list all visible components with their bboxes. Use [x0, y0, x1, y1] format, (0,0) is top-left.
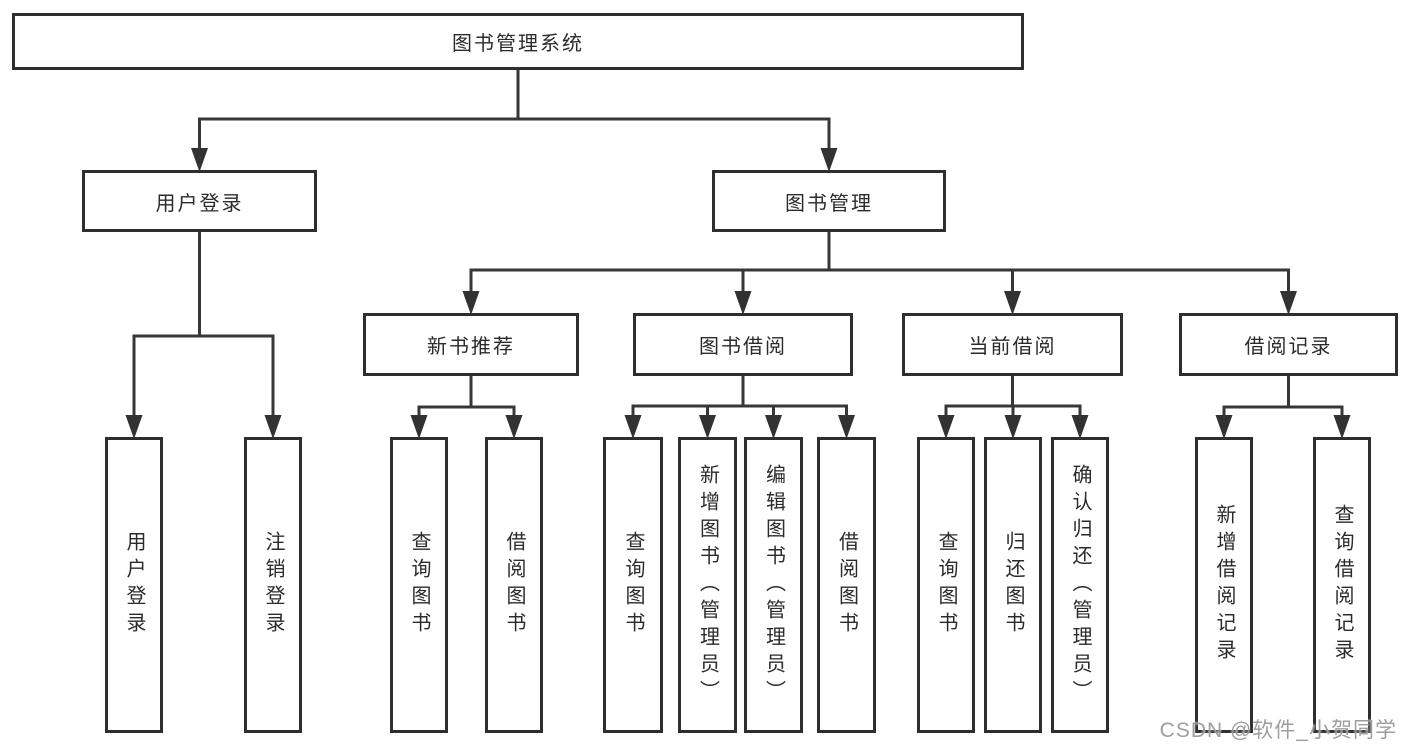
- node-leaf-add-record-label: 新增借阅记录: [1213, 504, 1235, 666]
- edge-arrowhead: [820, 148, 838, 172]
- node-leaf-confirm-return-label: 确认归还（管理员）: [1069, 463, 1091, 707]
- node-root-label: 图书管理系统: [452, 33, 584, 55]
- node-leaf-logout-label: 注销登录: [262, 531, 284, 639]
- edge-arrowhead: [410, 415, 428, 439]
- node-book-borrow: 图书借阅: [633, 313, 853, 376]
- edge-arrowhead: [624, 415, 642, 439]
- node-leaf-borrow-book-1: 借阅图书: [485, 437, 543, 733]
- node-leaf-borrow-book-1-label: 借阅图书: [503, 531, 525, 639]
- node-book-mgmt: 图书管理: [712, 170, 946, 232]
- edge-arrowhead: [937, 415, 955, 439]
- node-book-mgmt-label: 图书管理: [785, 192, 873, 215]
- node-leaf-return-book: 归还图书: [984, 437, 1042, 733]
- node-leaf-logout: 注销登录: [244, 437, 302, 733]
- node-leaf-query-record: 查询借阅记录: [1313, 437, 1371, 733]
- node-leaf-borrow-book-2: 借阅图书: [817, 437, 876, 733]
- edge-arrowhead: [699, 415, 716, 439]
- edge-arrowhead: [1215, 415, 1233, 439]
- edge-arrowhead: [191, 148, 208, 172]
- edge-arrowhead: [765, 415, 782, 439]
- node-leaf-query-book-2-label: 查询图书: [622, 531, 644, 639]
- node-current-borrow-label: 当前借阅: [968, 336, 1057, 358]
- node-leaf-add-record: 新增借阅记录: [1195, 437, 1253, 733]
- node-leaf-confirm-return: 确认归还（管理员）: [1051, 437, 1109, 733]
- edge-arrowhead: [1333, 415, 1351, 439]
- edge-arrowhead: [838, 415, 855, 439]
- node-leaf-add-book: 新增图书（管理员）: [678, 437, 737, 733]
- node-leaf-query-book-3: 查询图书: [917, 437, 975, 733]
- node-leaf-query-book-3-label: 查询图书: [935, 531, 957, 639]
- node-leaf-query-book-1-label: 查询图书: [408, 531, 430, 639]
- edge-arrowhead: [1004, 415, 1022, 439]
- edge-arrowhead: [264, 415, 282, 439]
- node-leaf-return-book-label: 归还图书: [1002, 531, 1024, 639]
- node-leaf-edit-book: 编辑图书（管理员）: [744, 437, 803, 733]
- node-current-borrow: 当前借阅: [902, 313, 1123, 376]
- node-book-borrow-label: 图书借阅: [699, 336, 787, 358]
- edge-arrowhead: [125, 415, 143, 439]
- edge-arrowhead: [1004, 291, 1021, 315]
- watermark-text: CSDN @软件_小贺同学: [1159, 719, 1397, 742]
- node-leaf-user-login-label: 用户登录: [123, 531, 145, 639]
- node-borrow-records-label: 借阅记录: [1244, 336, 1333, 358]
- node-leaf-query-book-2: 查询图书: [603, 437, 663, 733]
- node-leaf-borrow-book-2-label: 借阅图书: [835, 531, 858, 639]
- edge-arrowhead: [462, 291, 480, 315]
- node-root: 图书管理系统: [12, 13, 1024, 70]
- node-user-login-label: 用户登录: [155, 192, 244, 215]
- edge-arrowhead: [1071, 415, 1089, 439]
- edge-arrowhead: [1280, 291, 1297, 315]
- node-new-book-rec: 新书推荐: [363, 313, 579, 376]
- node-leaf-query-book-1: 查询图书: [390, 437, 448, 733]
- node-leaf-add-book-label: 新增图书（管理员）: [696, 463, 719, 707]
- node-leaf-query-record-label: 查询借阅记录: [1331, 504, 1353, 666]
- node-leaf-edit-book-label: 编辑图书（管理员）: [762, 463, 785, 707]
- node-user-login: 用户登录: [82, 170, 317, 232]
- edge-arrowhead: [734, 291, 752, 315]
- node-new-book-rec-label: 新书推荐: [427, 336, 515, 358]
- edge-arrowhead: [505, 415, 523, 439]
- node-borrow-records: 借阅记录: [1179, 313, 1398, 376]
- node-leaf-user-login: 用户登录: [105, 437, 163, 733]
